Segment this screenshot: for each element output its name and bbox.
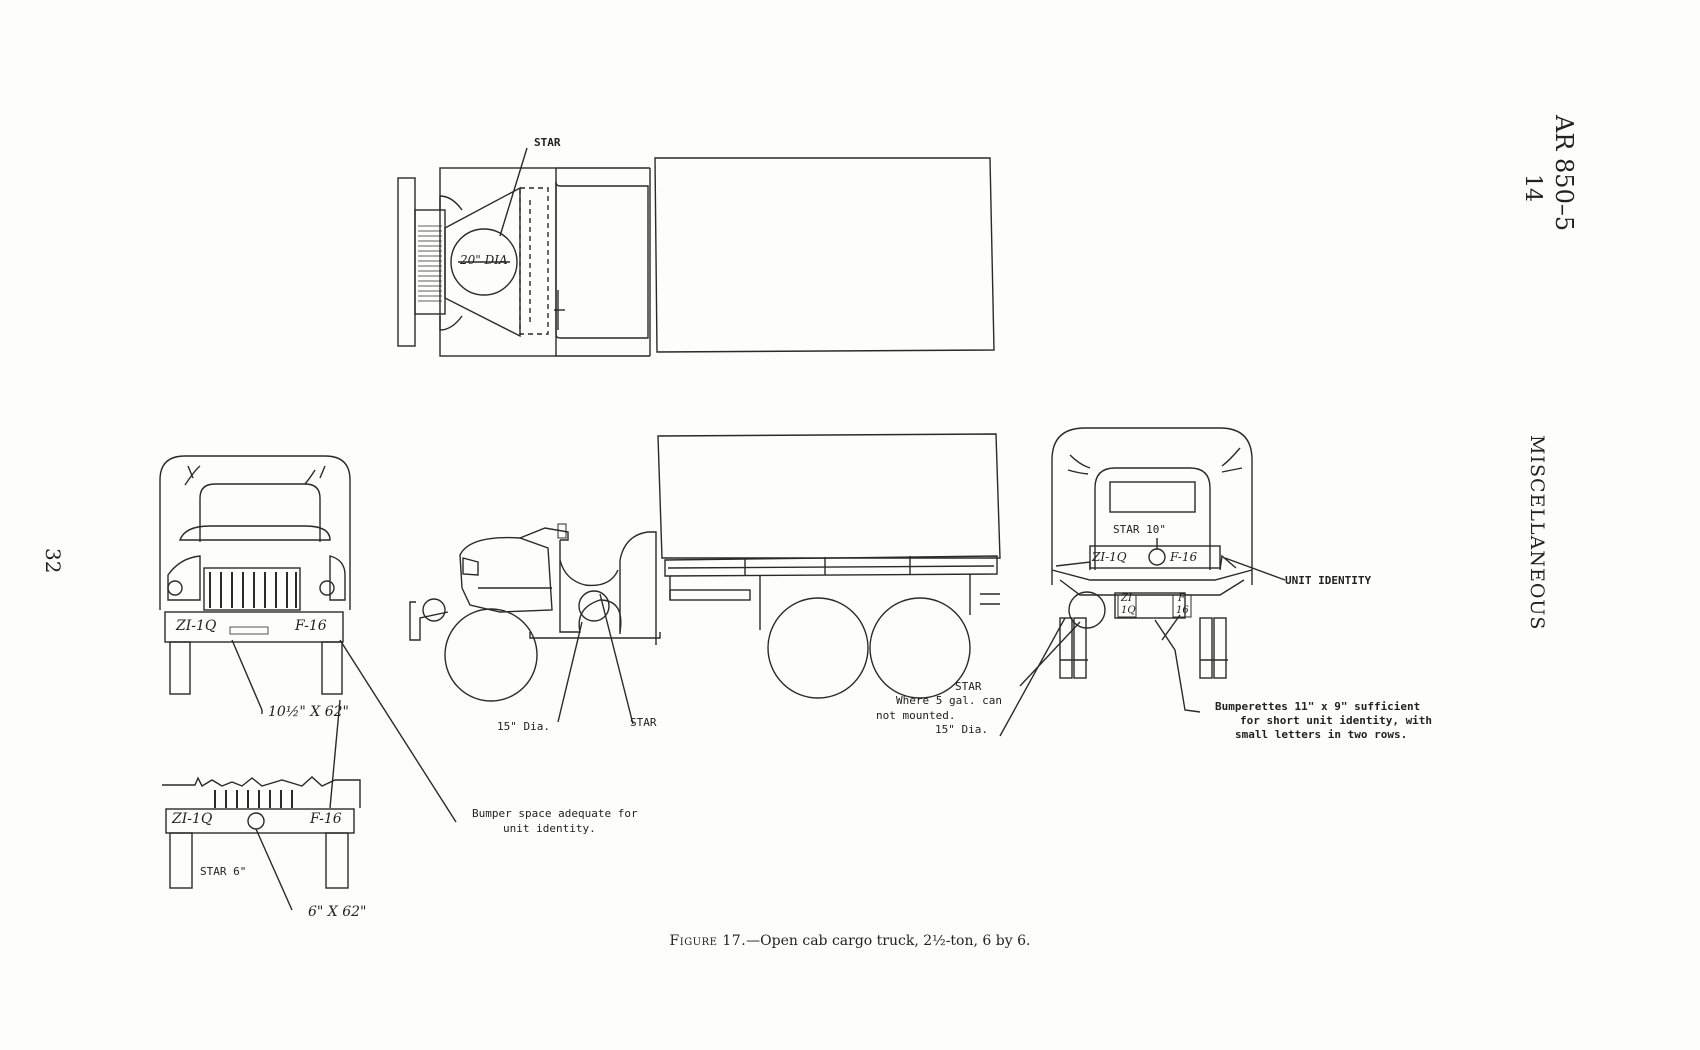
bumperette-left-bottom: 1Q <box>1121 605 1136 616</box>
rear-star-label: STAR <box>955 680 982 693</box>
side-star-label: STAR <box>630 716 657 729</box>
front-bumper-unit-left: ZI-1Q <box>176 618 217 634</box>
bumperettes-note-line-2: for short unit identity, with <box>1240 714 1433 727</box>
rear-view <box>999 427 1286 737</box>
star-diameter-label: 20" DIA <box>460 253 508 267</box>
small-bumper-dimension: 6" X 62" <box>308 904 367 920</box>
where-can-line-1: Where 5 gal. can <box>896 694 1002 707</box>
page-number: 32 <box>41 548 65 574</box>
front-bumper-dimension: 10½" X 62" <box>268 704 349 720</box>
figure-caption: Figure 17.—Open cab cargo truck, 2½-ton,… <box>0 933 1700 949</box>
star-6-label: STAR 6" <box>200 865 247 878</box>
front-view <box>159 455 457 823</box>
figure-caption-text: —Open cab cargo truck, 2½-ton, 6 by 6. <box>746 933 1031 949</box>
small-bumper-unit-left: ZI-1Q <box>172 811 213 827</box>
front-bumper-unit-right: F-16 <box>295 618 327 634</box>
side-diameter-label: 15" Dia. <box>497 720 550 733</box>
bumper-note-line-1: Bumper space adequate for <box>472 807 638 820</box>
section-title: MISCELLANEOUS <box>1526 435 1548 631</box>
bumperette-right-top: F <box>1178 593 1185 604</box>
bumperette-right-bottom: 16 <box>1176 605 1189 616</box>
figure-label: Figure 17. <box>669 933 747 949</box>
small-bumper-unit-right: F-16 <box>310 811 342 827</box>
top-view <box>397 147 995 357</box>
where-can-line-2: not mounted. <box>876 709 956 722</box>
document-sub-number: 14 <box>1520 174 1545 202</box>
bumperettes-note-line-3: small letters in two rows. <box>1235 728 1408 741</box>
document-id: AR 850–5 <box>1550 115 1578 232</box>
bumper-note-line-2: unit identity. <box>503 822 596 835</box>
small-bumper-view <box>162 699 361 911</box>
rear-bumper-unit-left: ZI-1Q <box>1092 550 1127 564</box>
rear-bumper-unit-right: F-16 <box>1170 550 1198 564</box>
rear-diameter-label: 15" Dia. <box>935 723 988 736</box>
unit-identity-label: UNIT IDENTITY <box>1285 574 1372 587</box>
bumperettes-note-line-1: Bumperettes 11" x 9" sufficient <box>1215 700 1421 713</box>
rear-star-10-label: STAR 10" <box>1113 523 1166 536</box>
bumperette-left-top: ZI <box>1121 593 1132 604</box>
star-label-top: STAR <box>534 136 561 149</box>
side-view <box>409 433 1001 725</box>
